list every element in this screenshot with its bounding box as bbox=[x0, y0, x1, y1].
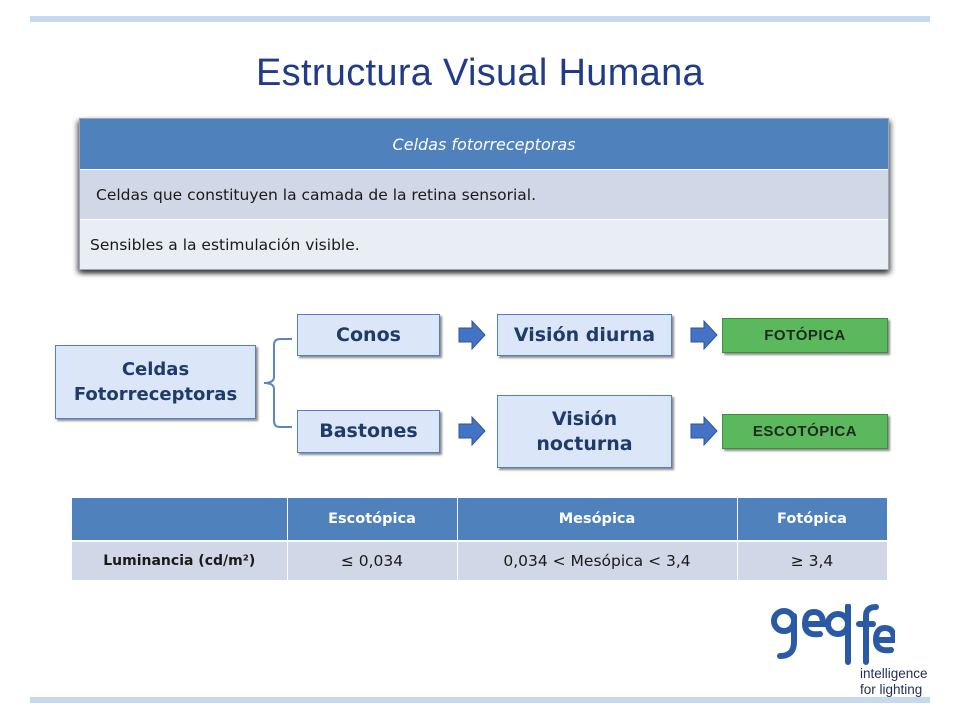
node-bastones-label: Bastones bbox=[319, 420, 418, 442]
column-header: Mesópica bbox=[457, 498, 738, 542]
info-table-row: Sensibles a la estimulación visible. bbox=[80, 220, 888, 269]
node-vision-nocturna: Visión nocturna bbox=[497, 395, 672, 468]
table-cell: 0,034 < Mesópica < 3,4 bbox=[457, 541, 738, 580]
label-fotopica: FOTÓPICA bbox=[722, 318, 888, 353]
arrow-right-icon bbox=[690, 320, 718, 350]
arrow-right-icon bbox=[458, 320, 486, 350]
root-node: Celdas Fotorreceptoras bbox=[55, 345, 256, 419]
column-header: Escotópica bbox=[287, 498, 458, 542]
row-label: Luminancia (cd/m²) bbox=[72, 541, 288, 580]
branch-bracket bbox=[263, 338, 292, 428]
column-header: Fotópica bbox=[737, 498, 888, 542]
info-table: Celdas fotorreceptoras Celdas que consti… bbox=[79, 118, 889, 270]
gedfe-logo-mark bbox=[771, 604, 895, 665]
table-cell: ≤ 0,034 bbox=[287, 541, 458, 580]
arrow-right-icon bbox=[458, 416, 486, 446]
table-header-row: Escotópica Mesópica Fotópica bbox=[72, 498, 888, 542]
node-vision-nocturna-label: Visión nocturna bbox=[536, 407, 633, 455]
node-vision-diurna-label: Visión diurna bbox=[513, 323, 656, 346]
column-header bbox=[72, 498, 288, 542]
logo-tagline: intelligence for lighting bbox=[860, 666, 928, 698]
node-bastones: Bastones bbox=[297, 410, 440, 453]
node-vision-diurna: Visión diurna bbox=[497, 314, 672, 356]
luminance-table: Escotópica Mesópica Fotópica Luminancia … bbox=[72, 498, 888, 580]
arrow-right-icon bbox=[690, 416, 718, 446]
table-row: Luminancia (cd/m²) ≤ 0,034 0,034 < Mesóp… bbox=[72, 541, 888, 580]
logo-tagline-line2: for lighting bbox=[860, 682, 923, 697]
label-fotopica-text: FOTÓPICA bbox=[764, 327, 846, 344]
top-rule bbox=[30, 16, 930, 22]
info-table-header: Celdas fotorreceptoras bbox=[80, 119, 888, 170]
node-conos-label: Conos bbox=[336, 323, 401, 346]
label-escotopica-text: ESCOTÓPICA bbox=[752, 423, 858, 440]
info-table-row: Celdas que constituyen la camada de la r… bbox=[80, 170, 888, 220]
node-conos: Conos bbox=[297, 314, 440, 356]
logo-tagline-line1: intelligence bbox=[860, 666, 928, 681]
slide-title: Estructura Visual Humana bbox=[256, 52, 704, 94]
table-cell: ≥ 3,4 bbox=[737, 541, 888, 580]
gedfe-logo: intelligence for lighting bbox=[770, 604, 930, 697]
root-node-label: Celdas Fotorreceptoras bbox=[73, 359, 238, 405]
bottom-rule bbox=[30, 697, 930, 703]
label-escotopica: ESCOTÓPICA bbox=[722, 414, 888, 449]
